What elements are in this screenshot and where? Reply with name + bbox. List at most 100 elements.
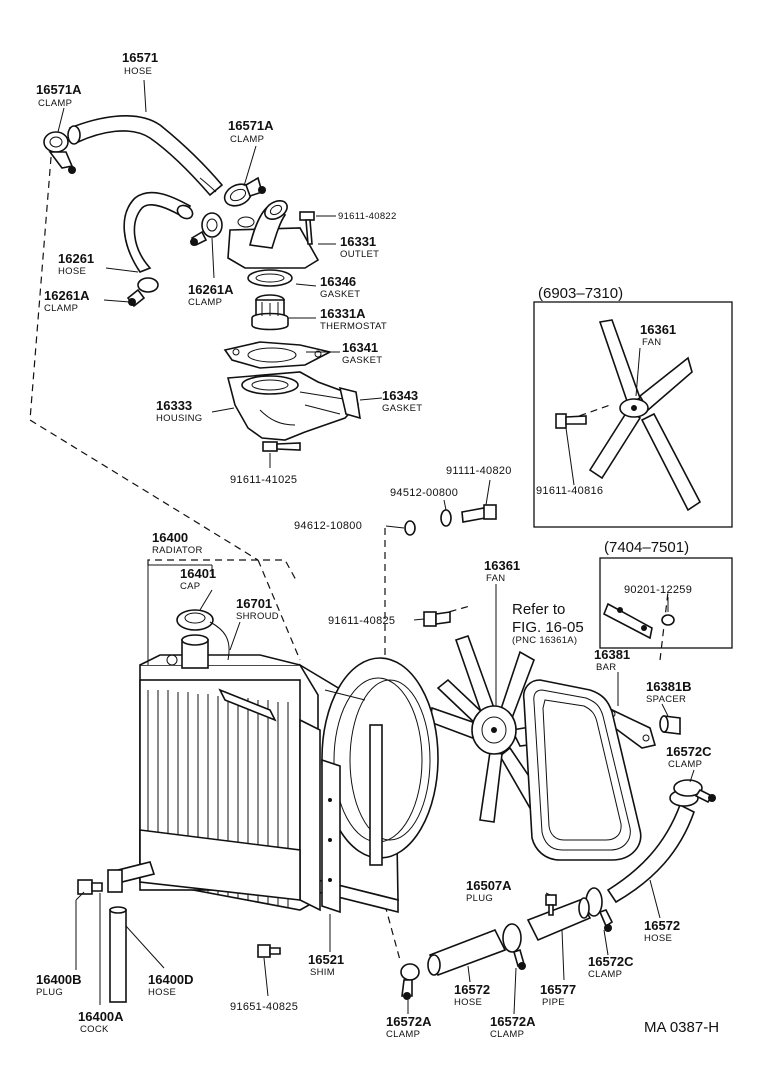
clamp-16261a-left[interactable] [126, 277, 159, 308]
nut-94612-10800[interactable] [404, 520, 416, 536]
bolt-91611-40816[interactable] [555, 413, 587, 429]
clamp-16572a-left[interactable] [400, 963, 420, 1000]
thermostat-16331a[interactable] [251, 294, 289, 331]
bolt-91611-40822[interactable] [299, 211, 315, 245]
callout-16577-num: 16577 [540, 982, 576, 997]
callout-16507a-num: 16507A [466, 878, 512, 893]
radiator-cap-16401[interactable] [176, 609, 230, 661]
drain-cock-16400a[interactable] [107, 861, 156, 893]
fan-box-range-1: (6903–7310) [538, 285, 623, 302]
callout-16261a-right-label: CLAMP [188, 297, 222, 308]
gasket-16341[interactable] [223, 341, 333, 369]
callout-16400-num: 16400 [152, 530, 188, 545]
radiator-16400[interactable] [139, 634, 321, 912]
clamp-16572a-right[interactable] [502, 923, 526, 970]
thermostat-housing-16333[interactable] [226, 371, 360, 441]
callout-16571-num: 16571 [122, 50, 158, 65]
callout-16572-right-num: 16572 [644, 918, 680, 933]
clamp-16261a-right[interactable] [190, 212, 223, 247]
fan-variant-box-6903-7310 [533, 301, 733, 528]
callout-16572c-top-label: CLAMP [668, 759, 702, 770]
callout-16361-a-label: FAN [642, 337, 661, 348]
refer-note-line-1: Refer to [512, 601, 565, 618]
callout-16331a-num: 16331A [320, 306, 366, 321]
bolt-91611-40825-top[interactable] [423, 611, 451, 627]
diagram-code: MA 0387-H [644, 1019, 719, 1036]
callout-16261a-left-label: CLAMP [44, 303, 78, 314]
callout-94612-10800-num: 94612-10800 [294, 520, 362, 532]
bar-variant-box-7404-7501 [599, 557, 733, 649]
callout-16572a-left-num: 16572A [386, 1014, 432, 1029]
callout-16381-num: 16381 [594, 647, 630, 662]
callout-16333-label: HOUSING [156, 413, 202, 424]
callout-16346-num: 16346 [320, 274, 356, 289]
refer-note-line-2: FIG. 16-05 [512, 619, 584, 636]
callout-16331-num: 16331 [340, 234, 376, 249]
callout-94512-00800-num: 94512-00800 [390, 487, 458, 499]
callout-16400d-label: HOSE [148, 987, 176, 998]
plug-16400b[interactable] [77, 879, 103, 895]
clamp-16572c-bottom[interactable] [585, 887, 614, 932]
callout-16572c-bottom-num: 16572C [588, 954, 634, 969]
callout-16361-a-num: 16361 [640, 322, 676, 337]
callout-16571a-left-num: 16571A [36, 82, 82, 97]
callout-16400d-num: 16400D [148, 972, 194, 987]
shim-16521[interactable] [321, 758, 341, 914]
callout-16261-label: HOSE [58, 266, 86, 277]
callout-16572a-right-label: CLAMP [490, 1029, 524, 1040]
callout-16381b-num: 16381B [646, 679, 692, 694]
callout-labels: 16571 HOSE 16571A CLAMP 16571A CLAMP 916… [36, 50, 719, 1040]
callout-91651-40825-num: 91651-40825 [230, 1001, 298, 1013]
callout-16571a-left-label: CLAMP [38, 98, 72, 109]
gasket-16346[interactable] [247, 269, 293, 287]
bypass-hose-16261[interactable] [123, 191, 195, 273]
callout-16401-num: 16401 [180, 566, 216, 581]
bolt-91111-40820[interactable] [461, 504, 497, 523]
clamp-16571a-left[interactable] [43, 131, 76, 174]
callout-16400a-label: COCK [80, 1024, 109, 1035]
callout-16400b-label: PLUG [36, 987, 63, 998]
callout-16341-label: GASKET [342, 355, 382, 366]
spacer-16381b[interactable] [659, 715, 681, 735]
bolt-91611-41025[interactable] [262, 441, 301, 452]
bar-in-box[interactable] [602, 602, 653, 640]
plug-16507a[interactable] [545, 894, 557, 916]
callout-16701-label: SHROUD [236, 611, 279, 622]
callout-16381-label: BAR [596, 662, 616, 673]
lower-hose-16572-bottom[interactable] [427, 928, 507, 977]
callout-91611-41025-num: 91611-41025 [230, 474, 297, 486]
callout-16572a-left-label: CLAMP [386, 1029, 420, 1040]
callout-16331a-label: THERMOSTAT [320, 321, 387, 332]
pipe-16577[interactable] [526, 897, 592, 942]
callout-16261-num: 16261 [58, 251, 94, 266]
gasket-16343[interactable] [338, 386, 361, 420]
callout-16343-label: GASKET [382, 403, 422, 414]
clamp-16571a-right[interactable] [221, 176, 266, 210]
callout-91111-40820-num: 91111-40820 [446, 465, 512, 477]
v-belt[interactable] [522, 679, 642, 861]
assembly-dashed-lines [29, 144, 669, 961]
callout-16572-right-label: HOSE [644, 933, 672, 944]
clamp-16572c-top[interactable] [673, 779, 716, 804]
callout-16577-label: PIPE [542, 997, 565, 1008]
callout-16572-bottom-num: 16572 [454, 982, 490, 997]
fan-box-range-2: (7404–7501) [604, 539, 689, 556]
callout-16361-b-label: FAN [486, 573, 505, 584]
callout-91611-40825-num: 91611-40825 [328, 615, 395, 627]
callout-16572-bottom-label: HOSE [454, 997, 482, 1008]
callout-16401-label: CAP [180, 581, 200, 592]
callout-16343-num: 16343 [382, 388, 418, 403]
callout-16701-num: 16701 [236, 596, 272, 611]
upper-hose-16571[interactable] [67, 115, 224, 197]
callout-16571a-right-label: CLAMP [230, 134, 264, 145]
drain-hose-16400d[interactable] [109, 906, 127, 1003]
callout-91611-40822-num: 91611-40822 [338, 211, 397, 222]
fan-16361-4-blade[interactable] [588, 319, 702, 512]
callout-16361-b-num: 16361 [484, 558, 520, 573]
washer-90201-12259[interactable] [661, 614, 675, 626]
water-outlet-16331[interactable] [227, 197, 320, 269]
bolt-91651-40825[interactable] [257, 944, 281, 958]
washer-94512-00800[interactable] [440, 509, 452, 527]
callout-16341-num: 16341 [342, 340, 378, 355]
